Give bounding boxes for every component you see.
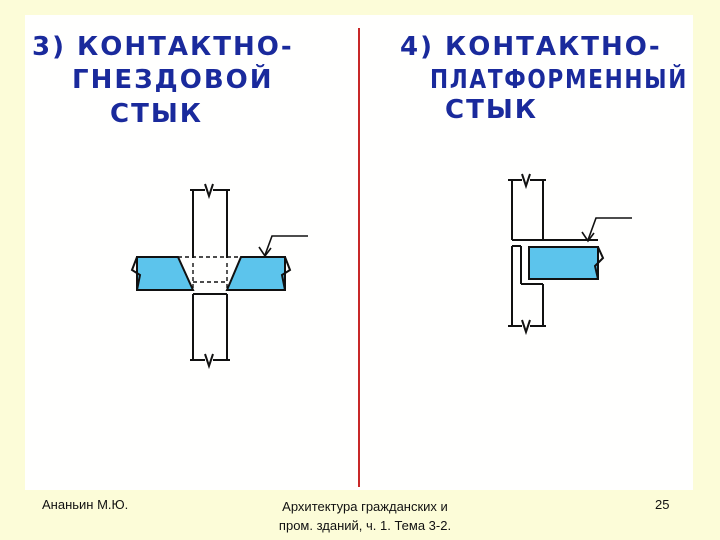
course-label: Архитектура гражданских и пром. зданий, … — [255, 497, 475, 535]
author-label: Ананьин М.Ю. — [42, 497, 129, 512]
page-number: 25 — [655, 497, 670, 512]
left-title-line1: 3) КОНТАКТНО- — [32, 32, 294, 62]
course-line2: пром. зданий, ч. 1. Тема 3-2. — [278, 518, 452, 533]
slab-platform — [528, 246, 599, 280]
left-title-line3: СТЫК — [110, 99, 203, 129]
socket-joint-diagram — [130, 183, 308, 370]
slab-right — [225, 256, 286, 291]
platform-joint-diagram — [508, 173, 632, 336]
course-line1: Архитектура гражданских и — [282, 499, 448, 514]
right-title-line2: ПЛАТФОРМЕННЫЙ — [430, 63, 688, 95]
left-title-line2: ГНЕЗДОВОЙ — [72, 63, 274, 95]
slab-left — [136, 256, 195, 291]
right-title-line1: 4) КОНТАКТНО- — [400, 32, 662, 62]
right-title-line3: СТЫК — [445, 95, 538, 125]
